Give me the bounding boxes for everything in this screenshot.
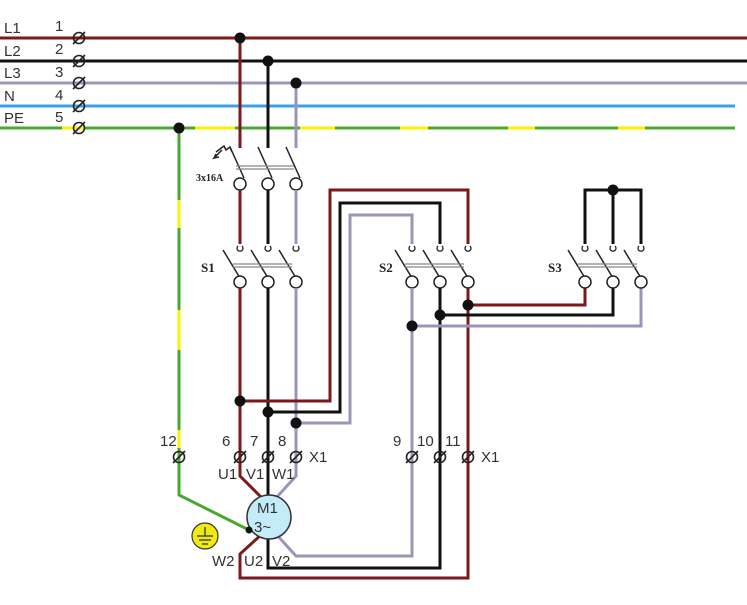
winding-label-v1: V1 [246,466,264,483]
s2-to-s3-wires [406,288,643,332]
switch-s3: S3 [548,184,648,289]
switch-label-s3: S3 [548,260,562,275]
terminal-number-8: 8 [278,433,286,450]
junction-node [434,309,446,321]
switch-s1: S1 [201,245,303,289]
terminal-number-1: 1 [55,18,63,35]
bus-label-l1: L1 [4,20,21,37]
terminal-strip-x1: 12 6 7 8 X1 9 10 11 X1 [160,433,499,466]
motor-type: 3~ [254,519,271,536]
pe-conductor [173,122,250,532]
terminal-number-11: 11 [445,433,461,450]
s1-to-motor-wires [238,288,298,500]
junction-node [262,406,274,418]
junction-node [262,55,274,67]
motor-pe-node [245,526,253,534]
switch-label-s1: S1 [201,260,215,275]
terminal-number-9: 9 [393,433,401,450]
bus-label-l3: L3 [4,65,21,82]
junction-node [406,320,418,332]
winding-label-v2: V2 [272,553,290,570]
terminal-strip-label: X1 [309,449,327,466]
winding-label-w1: W1 [272,466,295,483]
terminal-number-5: 5 [55,109,63,126]
terminal-number-12: 12 [160,433,177,450]
thermal-trip-icon [211,144,233,160]
supply-taps [234,32,302,148]
s2-to-motor-wires [238,288,470,580]
terminal-number-4: 4 [55,87,63,104]
breaker-label: 3x16A [196,173,224,184]
bus-label-pe: PE [4,110,24,127]
junction-node [462,299,474,311]
junction-node [290,77,302,89]
terminal-number-2: 2 [55,41,63,58]
breaker-to-s1-wires [238,190,298,244]
ground-icon [191,522,219,550]
bus-labels: L1 L2 L3 N PE 1 2 3 4 5 [4,18,86,135]
terminal-number-10: 10 [417,433,434,450]
terminal-number-6: 6 [222,433,230,450]
switch-s2: S2 [379,245,475,289]
junction-node [173,122,185,134]
circuit-breaker: 3x16A [196,144,303,191]
junction-node [234,395,246,407]
junction-node [290,417,302,429]
winding-label-u1: U1 [218,466,237,483]
bus-lines [0,36,747,130]
terminal-strip-label: X1 [481,449,499,466]
terminal-number-7: 7 [250,433,258,450]
motor-name: M1 [257,500,278,517]
winding-label-u2: U2 [244,553,263,570]
bus-label-l2: L2 [4,43,21,60]
bus-label-n: N [4,88,15,105]
motor-m1: M1 3~ [245,494,292,540]
s1-to-s2-wires [234,188,470,429]
switch-label-s2: S2 [379,260,393,275]
winding-label-w2: W2 [212,553,235,570]
star-point-node [607,184,619,196]
junction-node [234,32,246,44]
terminal-number-3: 3 [55,64,63,81]
